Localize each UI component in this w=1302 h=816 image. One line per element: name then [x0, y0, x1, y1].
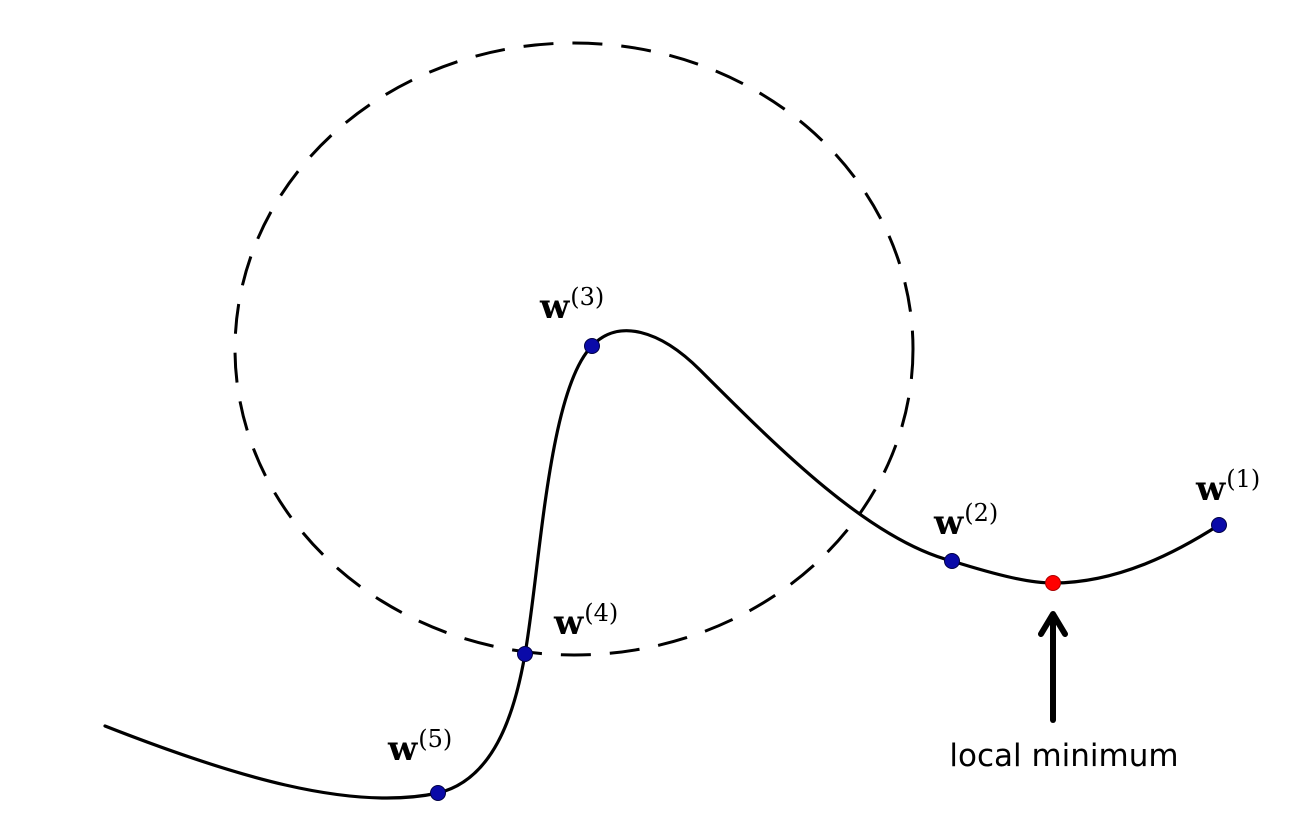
iterate-point-1 — [1211, 517, 1227, 533]
dashed-circle — [233, 41, 915, 657]
iterate-label-3: w(3) — [539, 283, 604, 327]
iterate-point-4 — [517, 646, 533, 662]
iterate-point-2 — [944, 553, 960, 569]
minimum-arrow — [1038, 611, 1068, 723]
local-minimum-label: local minimum — [949, 738, 1178, 774]
iterate-point-5 — [430, 785, 446, 801]
iterate-label-1: w(1) — [1195, 465, 1260, 509]
iterate-label-4: w(4) — [553, 599, 618, 643]
iterate-label-5: w(5) — [387, 725, 452, 769]
iterate-label-2: w(2) — [933, 499, 998, 543]
local-minimum-point — [1045, 575, 1061, 591]
iterate-point-3 — [584, 338, 600, 354]
error-curve — [103, 329, 1221, 800]
